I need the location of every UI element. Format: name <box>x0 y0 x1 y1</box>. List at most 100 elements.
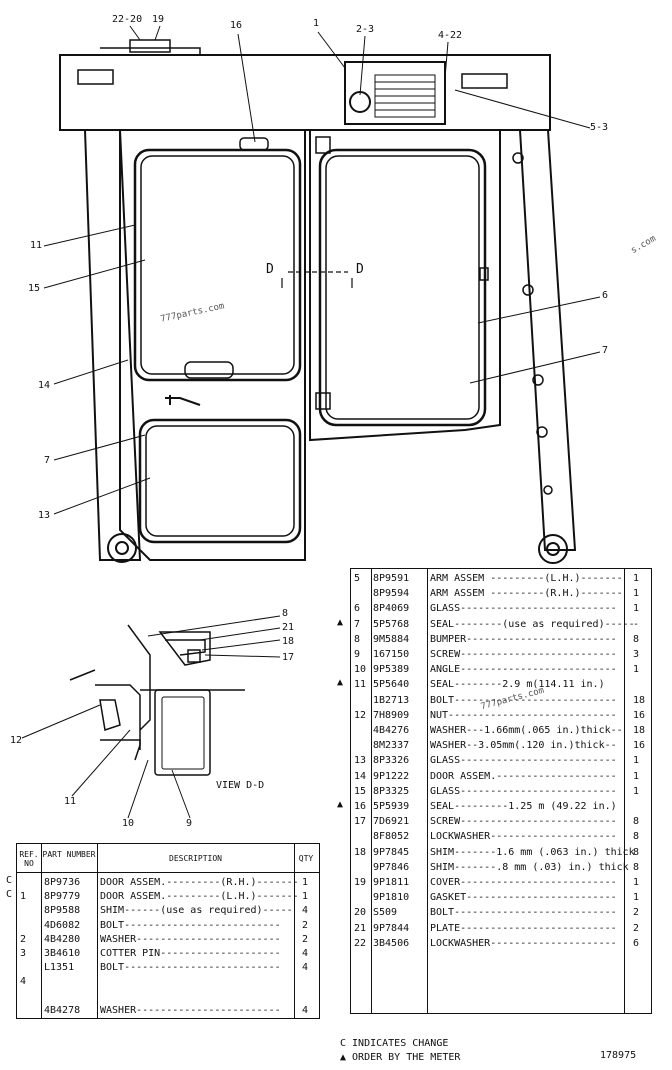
qty-cell: - <box>633 618 640 630</box>
callout-19: 19 <box>152 14 165 25</box>
part-number-cell: 8P9591 <box>373 573 410 584</box>
description-cell: ARM ASSEM ---------(L.H.)------- <box>430 573 623 584</box>
ref-no-cell: 6 <box>354 603 361 615</box>
meter-mark: ▲ <box>337 616 344 628</box>
callout-16: 16 <box>230 20 243 31</box>
description-cell: WASHER---1.66mm(.065 in.)thick-- <box>430 725 623 736</box>
meter-mark: ▲ <box>337 799 344 810</box>
part-number-cell: 8P9736 <box>44 877 81 888</box>
description-cell: BOLT--------------------------- <box>430 907 617 919</box>
ref-no-cell: 3 <box>20 948 27 959</box>
description-cell: BOLT--------------------------- <box>430 694 617 706</box>
part-number-cell: 7D6921 <box>373 816 410 828</box>
callout-7-right: 7 <box>602 345 609 356</box>
part-number-cell: S509 <box>373 907 398 919</box>
qty-cell: 1 <box>633 877 640 888</box>
qty-cell: 1 <box>302 877 309 888</box>
part-number-cell: 5P5768 <box>373 618 410 630</box>
qty-cell: 16 <box>633 709 646 721</box>
legend-order-by-meter: ▲ ORDER BY THE METER <box>340 1052 461 1063</box>
qty-cell: 2 <box>633 907 640 919</box>
qty-cell: 1 <box>633 755 640 767</box>
description-cell: COVER-------------------------- <box>430 877 617 888</box>
part-number-cell: L1351 <box>44 962 75 974</box>
qty-cell: 1 <box>633 588 640 600</box>
part-number-cell: 9P7845 <box>373 846 410 858</box>
description-cell: SEAL--------2.9 m(114.11 in.) <box>430 679 605 691</box>
description-cell: LOCKWASHER--------------------- <box>430 831 617 843</box>
header-qty: QTY <box>298 854 314 863</box>
change-mark: C <box>6 889 13 901</box>
callout-17: 17 <box>282 652 295 663</box>
qty-cell: 3 <box>633 649 640 660</box>
ref-no-cell: 12 <box>354 709 367 721</box>
ref-no-cell: 16 <box>354 801 367 812</box>
ref-no-cell: 10 <box>354 664 367 676</box>
header-part-number: PART NUMBER <box>42 850 96 859</box>
ref-no-cell: 8 <box>354 633 361 645</box>
table-row: 8F8052 LOCKWASHER--------------------- 8 <box>351 829 651 844</box>
drawing-number: 178975 <box>600 1050 637 1061</box>
table-row: 20 S509 BOLT--------------------------- 2 <box>351 905 651 920</box>
callout-1: 1 <box>313 18 320 29</box>
description-cell: SCREW-------------------------- <box>430 816 617 828</box>
qty-cell: 1 <box>633 603 640 615</box>
callout-22-20: 22-20 <box>112 14 143 25</box>
callout-9: 9 <box>186 818 193 829</box>
callout-7-left: 7 <box>44 455 51 466</box>
ref-no-cell: 17 <box>354 816 367 828</box>
ref-no-cell: 4 <box>20 976 27 988</box>
qty-cell: 6 <box>633 937 640 949</box>
description-cell: WASHER--3.05mm(.120 in.)thick-- <box>430 740 617 752</box>
description-cell: GLASS-------------------------- <box>430 603 617 615</box>
ref-no-cell: 22 <box>354 937 367 949</box>
qty-cell: 8 <box>633 633 640 645</box>
ref-no-cell: 13 <box>354 755 367 767</box>
section-marker-d-left: D <box>266 262 274 277</box>
qty-cell: 8 <box>633 831 640 843</box>
part-number-cell: 4B4276 <box>373 725 410 736</box>
description-cell: ARM ASSEM ---------(R.H.)------- <box>430 588 623 600</box>
ref-no-cell: 1 <box>20 891 27 903</box>
change-mark: C <box>6 875 13 886</box>
part-number-cell: 5P5640 <box>373 679 410 691</box>
qty-cell: 4 <box>302 1004 309 1016</box>
header-ref-no: REF. NO <box>19 850 39 868</box>
part-number-cell: 4D6082 <box>44 919 81 931</box>
part-number-cell: 9P1810 <box>373 892 410 904</box>
part-number-cell: 9P7844 <box>373 922 410 934</box>
part-number-cell: 8P9588 <box>44 905 81 917</box>
ref-no-cell: 20 <box>354 907 367 919</box>
qty-cell: 4 <box>302 962 309 974</box>
ref-no-cell: 9 <box>354 649 361 660</box>
description-cell: BUMPER------------------------- <box>430 633 617 645</box>
description-cell: BOLT-------------------------- <box>100 962 281 974</box>
qty-cell: 4 <box>302 948 309 959</box>
part-number-cell: 8F8052 <box>373 831 410 843</box>
description-cell: LOCKWASHER--------------------- <box>430 937 617 949</box>
part-number-cell: 4B4280 <box>44 933 81 945</box>
callout-5-3: 5-3 <box>590 122 609 133</box>
ref-no-cell: 18 <box>354 846 367 858</box>
description-cell: SEAL--------(use as required)----- <box>430 618 635 630</box>
ref-no-cell: 11 <box>354 679 367 691</box>
part-number-cell: 9M5884 <box>373 633 410 645</box>
callout-2-3: 2-3 <box>356 24 375 35</box>
part-number-cell: 3B4506 <box>373 937 410 949</box>
part-number-cell: 9P1811 <box>373 877 410 888</box>
